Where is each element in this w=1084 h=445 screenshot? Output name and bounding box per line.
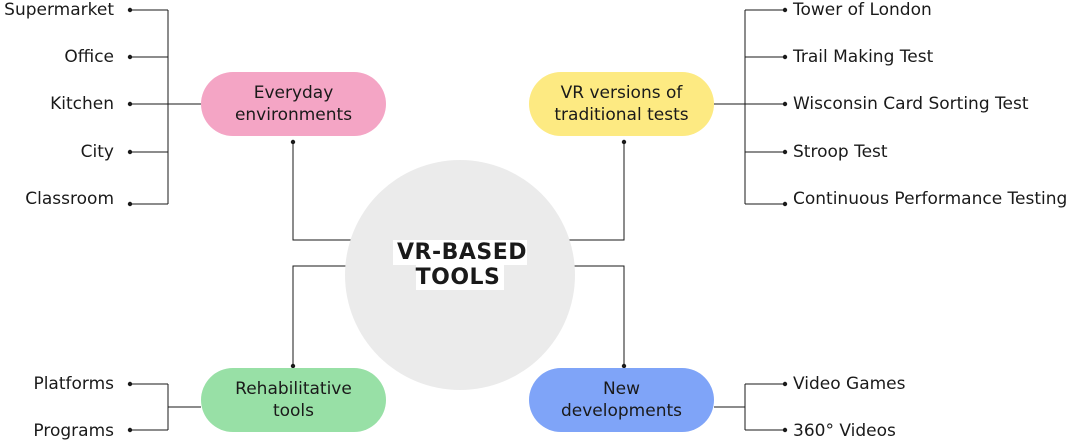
bracket-developments-arms bbox=[745, 383, 785, 431]
leaf-continuous-performance-testing: Continuous Performance Testing bbox=[793, 189, 1068, 209]
leaf-tower-of-london: Tower of London bbox=[793, 0, 932, 20]
leaf-360-videos: 360° Videos bbox=[793, 421, 896, 441]
node-label-line: Everyday bbox=[253, 83, 334, 103]
node-everyday-environments: Everyday environments bbox=[201, 72, 386, 136]
leaf-city: City bbox=[80, 142, 114, 162]
connector-center-traditional bbox=[565, 142, 625, 241]
leaf-classroom: Classroom bbox=[25, 189, 114, 209]
node-new-developments: New developments bbox=[529, 368, 714, 432]
connector-center-developments bbox=[565, 265, 625, 366]
connector-dot bbox=[621, 363, 627, 369]
node-label-line: New bbox=[602, 379, 641, 399]
leaf-supermarket: Supermarket bbox=[4, 0, 114, 20]
leaf-stroop-test: Stroop Test bbox=[793, 142, 888, 162]
node-label-line: developments bbox=[560, 401, 682, 421]
leaf-office: Office bbox=[64, 47, 114, 67]
bracket-everyday-dots bbox=[127, 7, 133, 207]
leaf-trail-making-test: Trail Making Test bbox=[793, 47, 934, 67]
node-label-line: Rehabilitative bbox=[235, 379, 352, 399]
bracket-rehabilitative-arms bbox=[130, 383, 168, 431]
connector-dot bbox=[290, 363, 296, 369]
leaf-programs: Programs bbox=[33, 421, 114, 441]
node-label-line: tools bbox=[272, 401, 315, 421]
node-label-line: VR versions of bbox=[560, 83, 683, 103]
node-rehabilitative-tools: Rehabilitative tools bbox=[201, 368, 386, 432]
leaf-kitchen: Kitchen bbox=[50, 94, 114, 114]
node-label-line: environments bbox=[234, 105, 353, 125]
leaf-video-games: Video Games bbox=[793, 374, 906, 394]
connector-center-everyday bbox=[292, 142, 355, 241]
bracket-traditional-dots bbox=[782, 7, 788, 207]
leaf-wisconsin-card-sorting-test: Wisconsin Card Sorting Test bbox=[793, 94, 1029, 114]
leaf-platforms: Platforms bbox=[33, 374, 114, 394]
bracket-everyday-arms bbox=[130, 9, 168, 205]
bracket-developments-dots bbox=[782, 381, 788, 433]
connector-dot bbox=[290, 139, 296, 145]
center-title: VR-BASED TOOLS bbox=[345, 240, 575, 290]
bracket-traditional-arms bbox=[745, 9, 785, 205]
connector-center-rehabilitative bbox=[292, 265, 355, 366]
connector-dot bbox=[621, 139, 627, 145]
node-label-line: traditional tests bbox=[554, 105, 689, 125]
node-vr-versions-traditional-tests: VR versions of traditional tests bbox=[529, 72, 714, 136]
bracket-rehabilitative-dots bbox=[127, 381, 133, 433]
center-title-text: VR-BASED TOOLS bbox=[392, 240, 528, 290]
